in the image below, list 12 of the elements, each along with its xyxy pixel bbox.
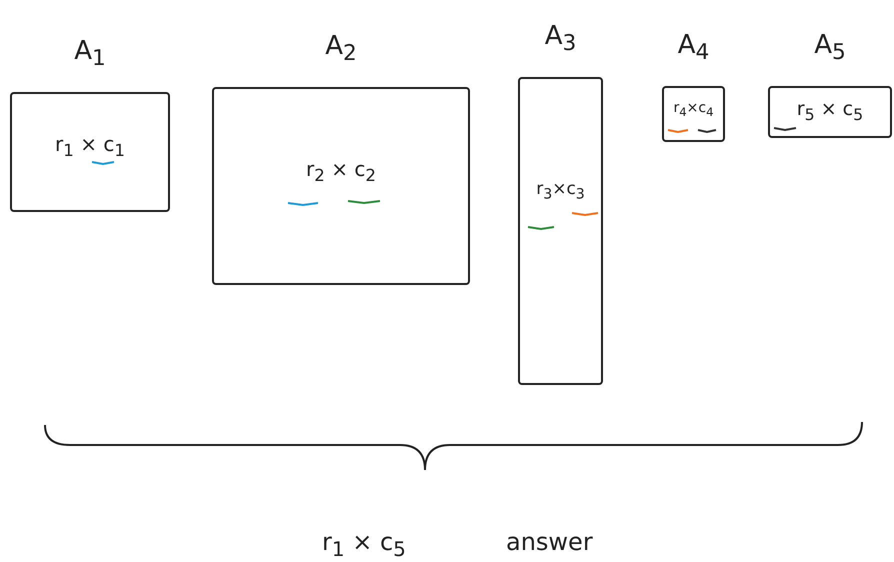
matrix-name: A$_{1}$ bbox=[73, 36, 107, 72]
matrix-dimensions: r$_{2}$ × c$_{2}$ bbox=[305, 157, 377, 185]
matrix-dimensions: r$_{4}$×c$_{4}$ bbox=[672, 100, 715, 119]
matrix-dimensions: r$_{5}$ × c$_{5}$ bbox=[796, 98, 864, 124]
matrix-name: A$_{2}$ bbox=[324, 31, 358, 66]
matrix-dimensions: r$_{1}$ × c$_{1}$ bbox=[54, 132, 126, 160]
answer-label: answer bbox=[506, 528, 593, 556]
matrix-name: A$_{3}$ bbox=[544, 21, 578, 56]
matrix-name: A$_{5}$ bbox=[813, 30, 847, 66]
result-dimensions: r$_{1}$ × c$_{5}$ bbox=[322, 528, 406, 561]
matrix-name: A$_{4}$ bbox=[676, 30, 710, 66]
matrix-dimensions: r$_{3}$×c$_{3}$ bbox=[535, 179, 586, 202]
